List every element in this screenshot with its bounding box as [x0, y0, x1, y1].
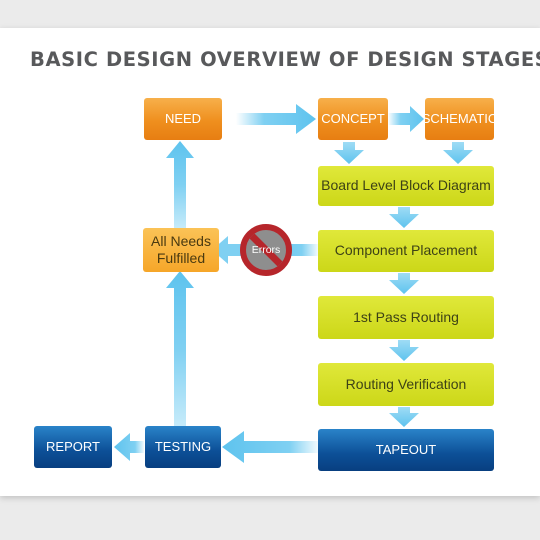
- arrow-concept-to-schematic: [388, 106, 424, 132]
- errors-label: Errors: [251, 244, 281, 256]
- arrow-schematic-down: [443, 142, 473, 164]
- node-board-level-block-diagram: Board Level Block Diagram: [318, 166, 494, 206]
- node-routing-verification: Routing Verification: [318, 363, 494, 406]
- errors-prohibited-icon: Errors: [240, 224, 292, 276]
- arrow-placement-to-routing: [389, 273, 419, 294]
- arrow-board-to-placement: [389, 207, 419, 228]
- node-first-pass-routing: 1st Pass Routing: [318, 296, 494, 339]
- arrow-errors-to-fulfilled: [212, 236, 246, 264]
- node-concept: CONCEPT: [318, 98, 388, 140]
- diagram-title: BASIC DESIGN OVERVIEW OF DESIGN STAGES: [30, 48, 540, 71]
- arrow-testing-up: [166, 271, 194, 426]
- node-report: REPORT: [34, 426, 112, 468]
- arrow-routing-to-verification: [389, 340, 419, 361]
- arrow-testing-to-report: [114, 433, 144, 461]
- node-tapeout: TAPEOUT: [318, 429, 494, 471]
- arrow-fulfilled-up: [166, 141, 194, 228]
- node-schematic: SCHEMATIC: [422, 98, 497, 140]
- arrow-need-to-concept: [236, 104, 316, 134]
- node-all-needs-fulfilled: All Needs Fulfilled: [143, 228, 219, 272]
- node-testing: TESTING: [145, 426, 221, 468]
- node-need: NEED: [144, 98, 222, 140]
- arrow-tapeout-to-testing: [222, 431, 318, 463]
- arrow-verification-to-tapeout: [389, 407, 419, 427]
- arrow-concept-down: [334, 142, 364, 164]
- node-component-placement: Component Placement: [318, 230, 494, 272]
